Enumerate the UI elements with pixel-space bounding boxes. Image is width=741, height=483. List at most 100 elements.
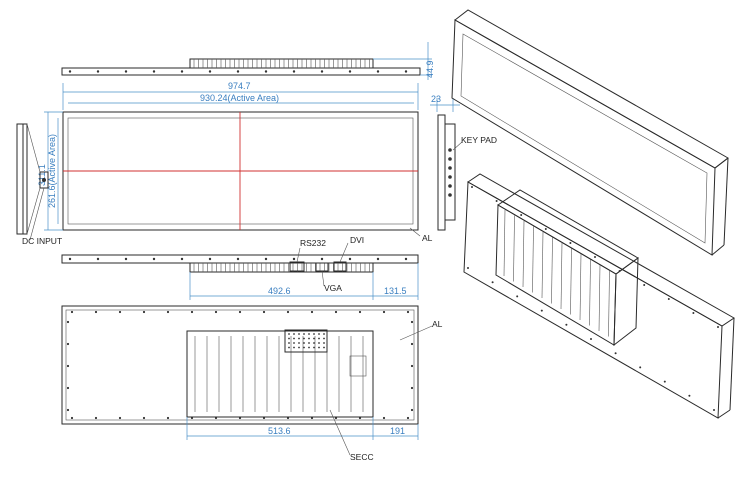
iso-mount-hole [614, 352, 617, 355]
iso-backplate-rib [589, 259, 591, 326]
iso-mount-hole [667, 298, 670, 300]
vent-hole [308, 333, 310, 335]
screw-hole [292, 70, 296, 73]
mount-hole [66, 342, 70, 346]
dim-right-offset: 131.5 [384, 286, 407, 296]
bottom-view: RS232 DVI VGA 492.6 131.5 [61, 235, 419, 300]
screw-hole [124, 257, 128, 261]
screw-hole [348, 257, 352, 261]
keypad-button [448, 166, 452, 170]
mount-hole [410, 408, 414, 412]
vent-hole [318, 333, 320, 335]
iso-backplate-rib [551, 237, 553, 304]
mount-hole [334, 310, 338, 314]
mount-hole [262, 310, 266, 314]
mount-hole [238, 310, 242, 314]
vent-hole [318, 346, 320, 349]
iso-mount-hole [495, 200, 498, 202]
vent-hole [308, 346, 310, 349]
vent-hole [293, 342, 295, 344]
screw-hole [236, 257, 240, 261]
vent-hole [303, 346, 305, 349]
vent-hole [323, 342, 325, 344]
keypad-button [448, 193, 452, 197]
vent-hole [308, 342, 310, 344]
keypad-button [448, 157, 452, 161]
dvi-label: DVI [350, 235, 364, 245]
iso-rear-view [463, 173, 735, 419]
mount-hole [310, 310, 314, 314]
rear-view: AL 513.6 191 SECC [61, 305, 443, 462]
dim-active-width: 930.24(Active Area) [200, 93, 279, 103]
iso-mount-hole [692, 312, 695, 314]
screw-hole [264, 257, 268, 261]
screw-hole [292, 257, 296, 261]
iso-mount-hole [467, 267, 469, 269]
dim-secc-right: 191 [390, 426, 405, 436]
vent-hole [288, 333, 290, 335]
vent-hole [293, 337, 295, 340]
screw-hole [376, 70, 380, 73]
screw-hole [152, 257, 156, 261]
iso-mount-hole [688, 394, 691, 397]
screw-hole [404, 257, 408, 261]
mount-hole [166, 310, 170, 314]
keypad-button [448, 184, 452, 188]
mount-hole [66, 364, 70, 368]
vent-hole [298, 337, 300, 340]
mount-hole [70, 310, 74, 314]
iso-mount-hole [516, 295, 519, 298]
iso-mount-hole [713, 409, 715, 411]
iso-mount-hole [590, 338, 592, 340]
mount-hole [66, 320, 70, 324]
iso-mount-hole [544, 228, 547, 230]
right-side-view: 23 KEY PAD [430, 94, 497, 231]
iso-backplate-rib [579, 253, 582, 321]
mount-hole [118, 416, 122, 420]
screw-hole [68, 257, 72, 261]
screw-hole [96, 257, 100, 261]
mount-hole [410, 342, 414, 346]
front-view: 974.7 930.24(Active Area) 311.1 261.6(Ac… [37, 81, 433, 243]
vent-hole [313, 342, 315, 344]
iso-mount-hole [639, 366, 642, 369]
mount-hole [118, 310, 122, 314]
secc-label: SECC [350, 452, 374, 462]
mount-hole [410, 386, 414, 390]
iso-backplate-rib [598, 264, 601, 332]
mount-hole [94, 310, 98, 314]
iso-backplate-rib [560, 242, 563, 310]
screw-hole [376, 257, 380, 261]
keypad-button [448, 175, 452, 179]
iso-backplate-rib [608, 270, 610, 337]
vent-hole [293, 333, 295, 335]
mount-hole [214, 310, 218, 314]
vent-hole [293, 346, 295, 349]
vent-hole [318, 337, 320, 340]
vent-hole [323, 333, 325, 335]
vent-hole [313, 337, 315, 340]
iso-backplate-rib [532, 226, 534, 293]
material-label-front: AL [422, 233, 433, 243]
mount-hole [142, 310, 146, 314]
dim-active-height: 261.6(Active Area) [47, 134, 57, 208]
screw-hole [152, 70, 156, 73]
vent-hole [298, 346, 300, 349]
iso-backplate-rib [541, 231, 544, 299]
mount-hole [286, 310, 290, 314]
iso-backplate-rib [503, 209, 506, 277]
screw-hole [236, 70, 240, 73]
iso-backplate-rib [522, 220, 525, 288]
dim-depth-side: 23 [431, 94, 441, 104]
iso-mount-hole [594, 256, 596, 258]
vent-hole [318, 342, 320, 344]
rs232-label: RS232 [300, 238, 326, 248]
screw-hole [348, 70, 352, 73]
left-side-view: DC INPUT [16, 123, 62, 246]
dim-overall-width: 974.7 [228, 81, 251, 91]
vent-hole [323, 337, 325, 340]
iso-mount-hole [471, 186, 473, 188]
mount-hole [410, 320, 414, 324]
vent-hole [298, 342, 300, 344]
screw-hole [96, 70, 100, 73]
